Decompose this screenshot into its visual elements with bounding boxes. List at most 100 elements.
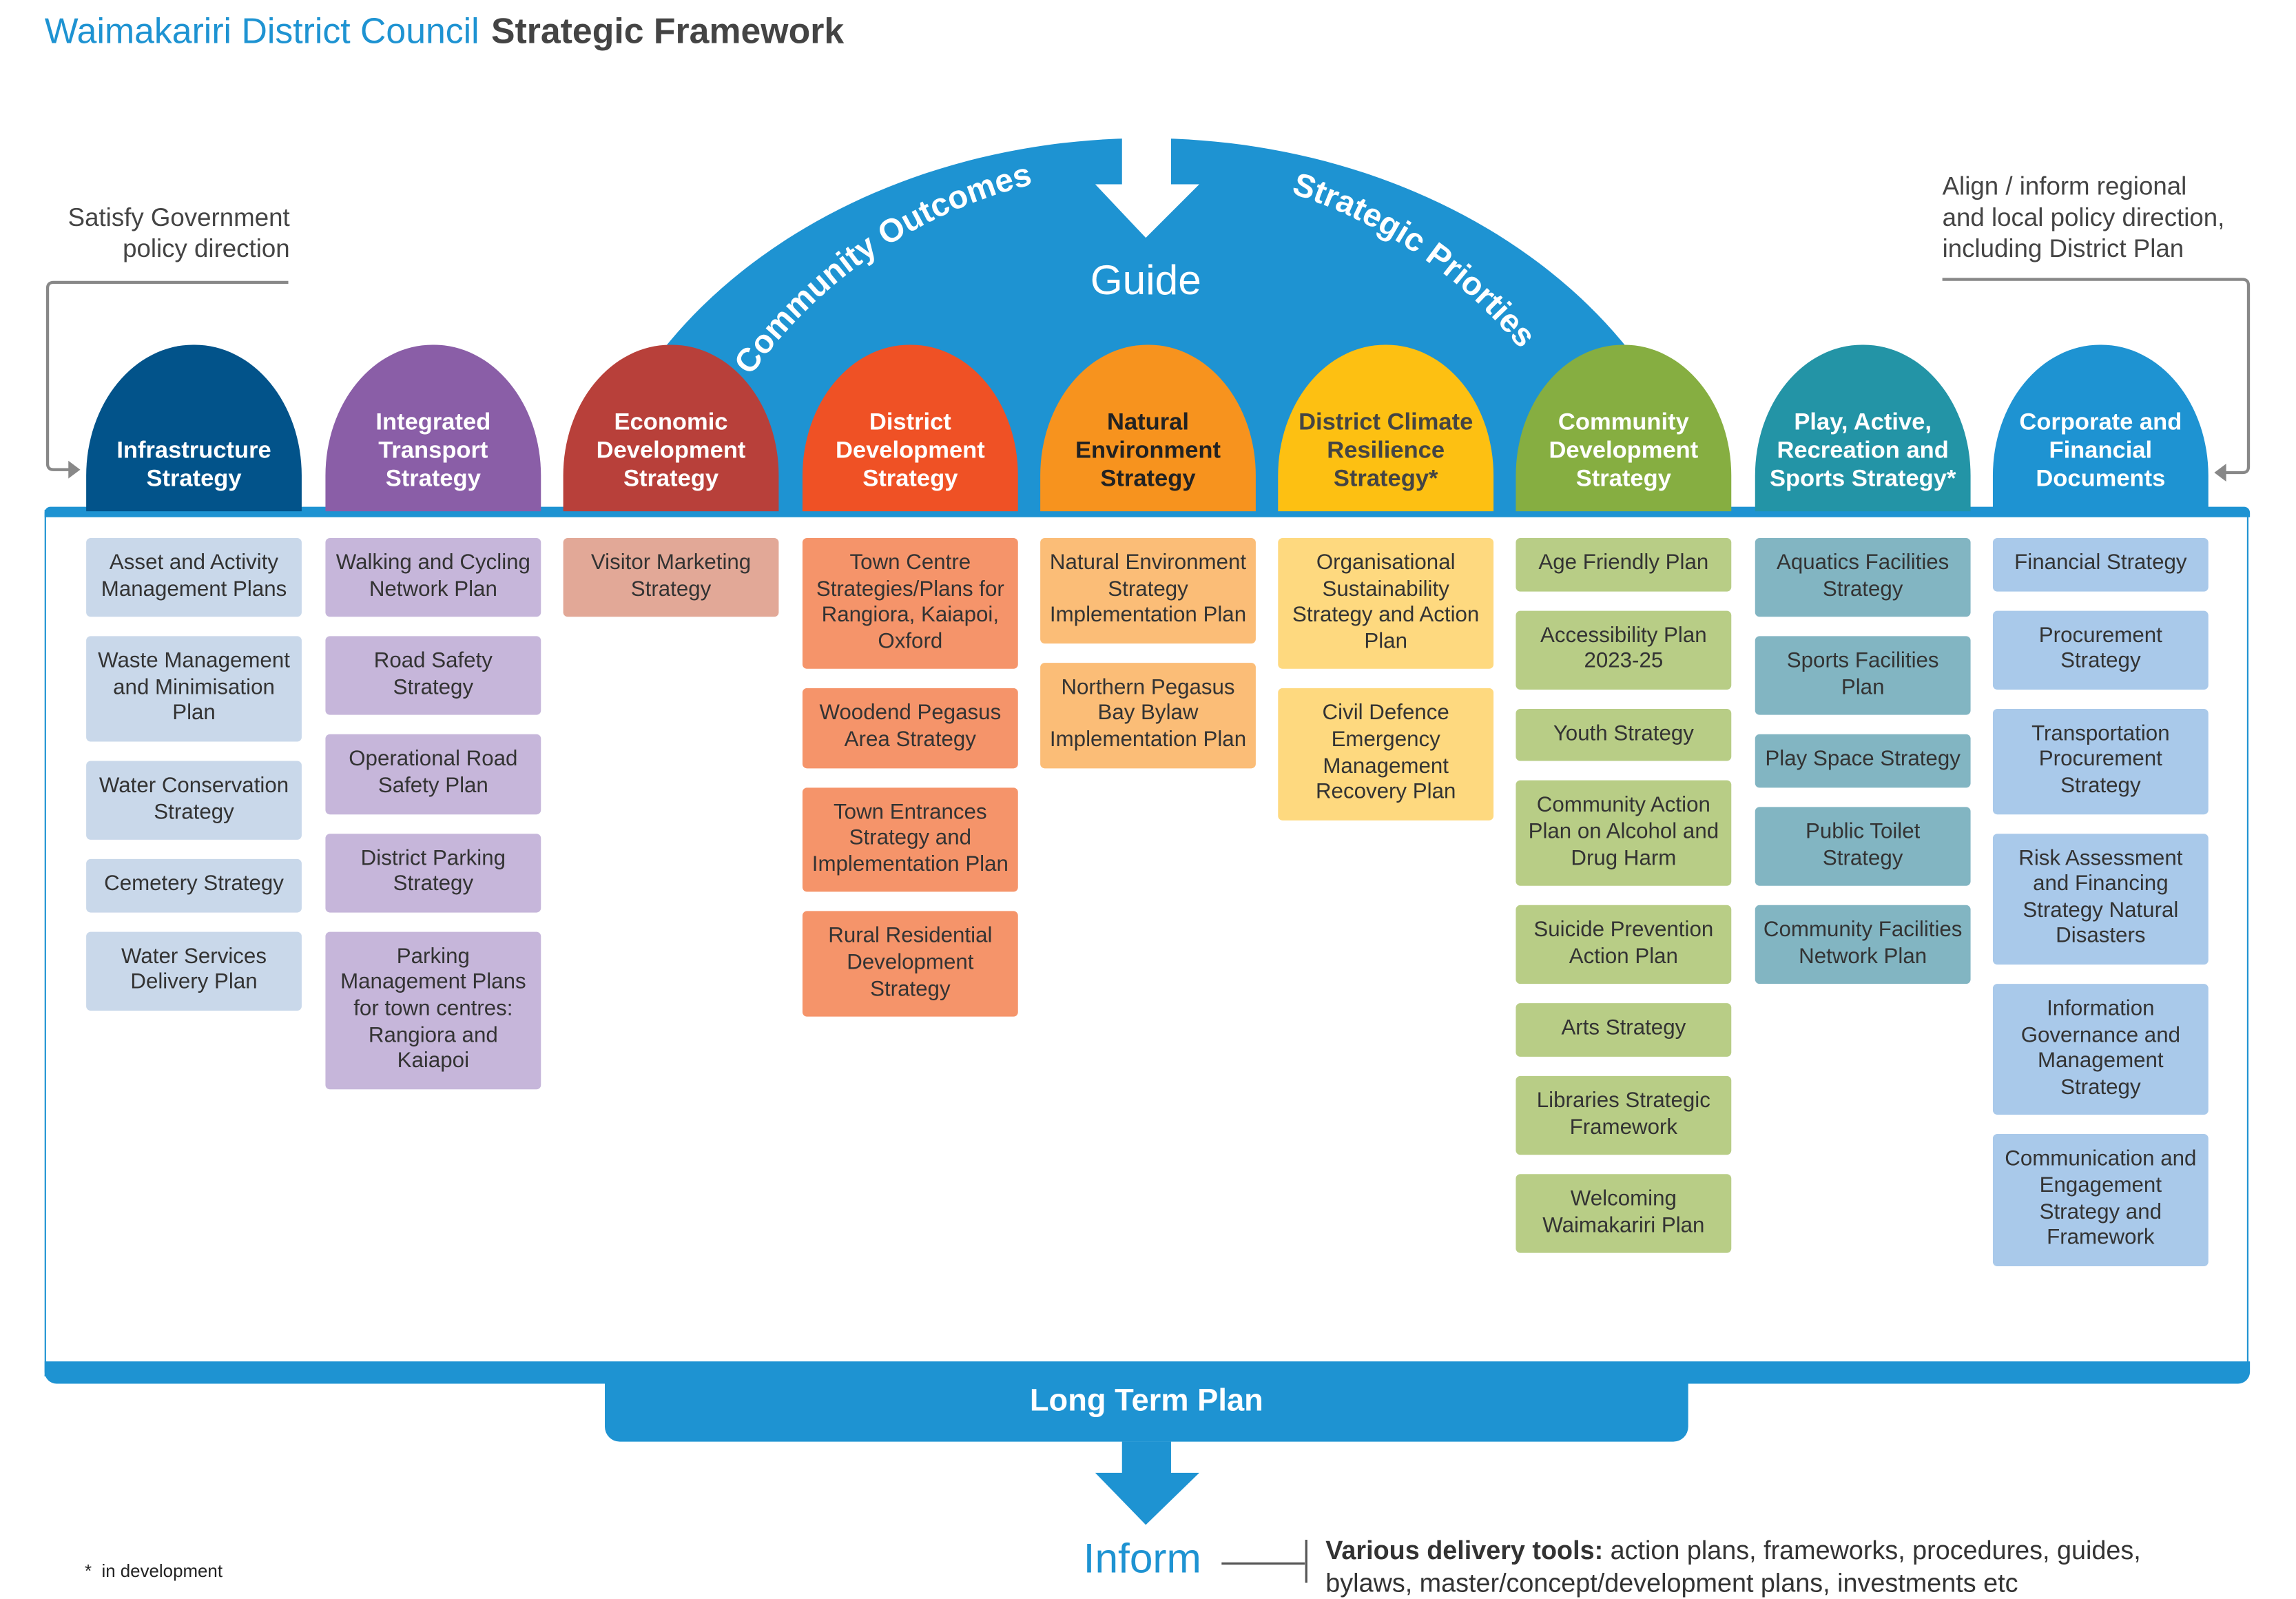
long-term-plan-label: Long Term Plan	[605, 1379, 1688, 1442]
strategy-header-line: Natural	[1107, 410, 1189, 436]
footnote: * in development	[85, 1560, 223, 1581]
plan-item: Suicide Prevention Action Plan	[1516, 905, 1732, 984]
plan-item: Sports Facilities Plan	[1755, 636, 1971, 716]
plan-list: Natural Environment Strategy Implementat…	[1040, 537, 1256, 768]
plan-item: Organisational Sustainability Strategy a…	[1278, 537, 1494, 670]
plan-item: Aquatics Facilities Strategy	[1755, 537, 1971, 617]
plan-item: Visitor Marketing Strategy	[563, 537, 779, 617]
plan-item: Civil Defence Emergency Management Recov…	[1278, 688, 1494, 821]
plan-item: Walking and Cycling Network Plan	[325, 537, 541, 617]
plan-list: Organisational Sustainability Strategy a…	[1278, 537, 1494, 821]
left-note-line: policy direction	[123, 234, 290, 263]
left-note-line: Satisfy Government	[68, 203, 290, 232]
plan-item: Procurement Strategy	[1992, 610, 2209, 690]
strategy-header-line: Corporate and	[2019, 410, 2182, 436]
delivery-tools-line: bylaws, master/concept/development plans…	[1325, 1567, 2018, 1598]
plan-item: Water Services Delivery Plan	[86, 931, 302, 1011]
plan-item: District Parking Strategy	[325, 833, 541, 913]
plan-item: Rural Residential Development Strategy	[802, 911, 1018, 1017]
plan-item: Age Friendly Plan	[1516, 537, 1732, 591]
strategy-header-line: Strategy	[623, 466, 719, 493]
plan-item: Northern Pegasus Bay Bylaw Implementatio…	[1040, 662, 1256, 768]
inform-label: Inform	[1083, 1535, 1201, 1582]
plan-item: Cemetery Strategy	[86, 859, 302, 913]
plan-item: Risk Assessment and Financing Strategy N…	[1992, 833, 2209, 964]
left-bracket-arrow-icon	[45, 280, 289, 479]
strategy-header-line: Transport	[378, 438, 488, 464]
strategy-header-line: Play, Active,	[1794, 410, 1932, 436]
plan-item: Play Space Strategy	[1755, 734, 1971, 788]
strategy-header-line: Strategy	[385, 466, 481, 493]
strategy-header-line: Development	[1549, 438, 1699, 464]
plan-list: Town Centre Strategies/Plans for Rangior…	[802, 537, 1018, 1017]
plan-item: Welcoming Waimakariri Plan	[1516, 1174, 1732, 1254]
strategy-header-line: Strategy	[862, 466, 958, 493]
plan-item: Water Conservation Strategy	[86, 761, 302, 840]
plan-item: Accessibility Plan 2023-25	[1516, 610, 1732, 690]
plan-item: Youth Strategy	[1516, 708, 1732, 762]
plan-item: Community Action Plan on Alcohol and Dru…	[1516, 781, 1732, 887]
guide-label: Guide	[1090, 256, 1201, 303]
strategy-header-line: Infrastructure	[116, 438, 271, 464]
strategy-header-line: Strategy*	[1333, 466, 1438, 493]
framework-title: Strategic Framework	[490, 12, 845, 52]
strategy-header-line: Strategy	[1575, 466, 1671, 493]
strategy-header-line: District Climate	[1299, 410, 1473, 436]
plan-item: Woodend Pegasus Area Strategy	[802, 688, 1018, 768]
plan-item: Road Safety Strategy	[325, 636, 541, 716]
org-name: Waimakariri District Council	[44, 12, 479, 52]
plan-item: Natural Environment Strategy Implementat…	[1040, 537, 1256, 643]
strategy-header-line: Strategy	[1100, 466, 1196, 493]
plan-item: Waste Management and Minimisation Plan	[86, 636, 302, 742]
strategy-header-line: District	[869, 410, 951, 436]
strategy-header-line: Resilience	[1327, 438, 1445, 464]
strategy-header-line: Documents	[2036, 466, 2166, 493]
strategy-header-line: Development	[596, 438, 746, 464]
footnote-text: in development	[101, 1560, 223, 1582]
plan-item: Parking Management Plans for town centre…	[325, 931, 541, 1089]
plan-item: Financial Strategy	[1992, 537, 2209, 591]
right-note-line: and local policy direction,	[1942, 203, 2225, 232]
plan-item: Operational Road Safety Plan	[325, 734, 541, 814]
strategy-header-line: Financial	[2049, 438, 2153, 464]
right-note-line: including District Plan	[1942, 234, 2184, 263]
right-note: Align / inform regional and local policy…	[1943, 171, 2225, 265]
plan-item: Town Centre Strategies/Plans for Rangior…	[802, 537, 1018, 670]
delivery-tools-line: action plans, frameworks, procedures, gu…	[1603, 1535, 2141, 1565]
plan-list: Visitor Marketing Strategy	[563, 537, 779, 617]
strategy-header-line: Recreation and	[1777, 438, 1949, 464]
plan-item: Community Facilities Network Plan	[1755, 905, 1971, 984]
strategy-header-line: Strategy	[146, 466, 242, 493]
delivery-tools-heading: Various delivery tools:	[1325, 1535, 1604, 1565]
plan-item: Communication and Engagement Strategy an…	[1992, 1134, 2209, 1266]
strategy-header-line: Economic	[614, 410, 728, 436]
footnote-star: *	[84, 1560, 92, 1582]
plan-item: Transportation Procurement Strategy	[1992, 708, 2209, 814]
strategy-header-line: Integrated	[375, 410, 491, 436]
guide-arrow-icon	[1095, 130, 1199, 238]
inform-arrow-icon	[1095, 1441, 1199, 1525]
strategy-header-line: Sports Strategy*	[1769, 466, 1956, 493]
strategy-header-line: Development	[835, 438, 985, 464]
plan-item: Arts Strategy	[1516, 1003, 1732, 1057]
plan-item: Information Governance and Management St…	[1992, 983, 2209, 1115]
plan-item: Libraries Strategic Framework	[1516, 1075, 1732, 1155]
plan-item: Asset and Activity Management Plans	[86, 537, 302, 617]
page-title: Waimakariri District Council Strategic Fr…	[45, 12, 844, 53]
left-note: Satisfy Government policy direction	[45, 202, 290, 265]
right-bracket-arrow-icon	[1942, 278, 2251, 482]
strategy-header-line: Environment	[1075, 438, 1221, 464]
plan-item: Town Entrances Strategy and Implementati…	[802, 787, 1018, 893]
plan-item: Public Toilet Strategy	[1755, 807, 1971, 887]
right-note-line: Align / inform regional	[1942, 172, 2187, 201]
strategy-header-line: Community	[1558, 410, 1689, 436]
delivery-tools-text: Various delivery tools: action plans, fr…	[1325, 1534, 2140, 1599]
